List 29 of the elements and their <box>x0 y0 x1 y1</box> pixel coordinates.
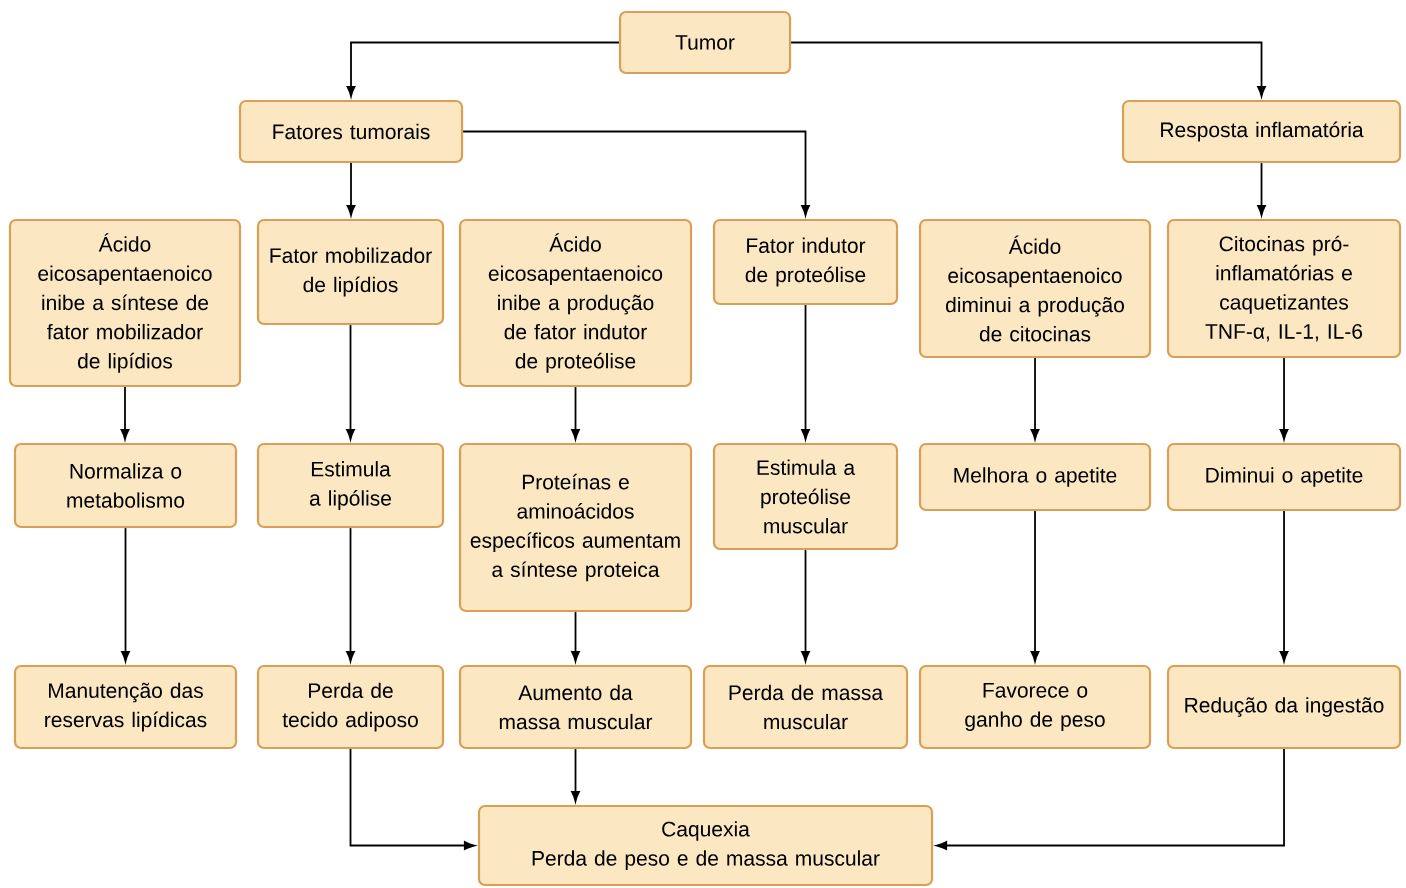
process-box: Ácido eicosapentaenoico inibe a produção de fator indutor de proteólise <box>458 218 693 388</box>
process-box: Resposta inflamatória <box>1121 99 1402 164</box>
arrow <box>1030 357 1040 440</box>
process-box: Fator indutor de proteólise <box>712 218 899 306</box>
process-box: Ácido eicosapentaenoico diminui a produção de citocinas <box>918 218 1152 359</box>
process-box: Aumento da massa muscular <box>458 664 693 750</box>
process-box: Estimula a proteólise muscular <box>712 442 899 551</box>
arrow <box>346 41 620 97</box>
process-box: Redução da ingestão <box>1166 664 1402 750</box>
process-box: Estimula a lipólise <box>256 442 445 529</box>
arrow <box>1279 510 1289 662</box>
process-box: Perda de massa muscular <box>702 664 909 750</box>
process-box: Manutenção das reservas lipídicas <box>13 664 238 750</box>
process-box: Diminui o apetite <box>1166 442 1402 512</box>
process-box: Favorece o ganho de peso <box>918 664 1152 750</box>
arrow <box>1279 357 1289 440</box>
process-box: Fatores tumorais <box>238 99 464 164</box>
arrow <box>346 162 356 216</box>
process-box: Citocinas pró-inflamatórias e caquetizantes TNF-α, IL-1, IL-6 <box>1166 218 1402 359</box>
process-box: Proteínas e aminoácidos específicos aumentam a síntese proteica <box>458 442 693 613</box>
process-box: Tumor <box>618 10 792 75</box>
process-box: Melhora o apetite <box>918 442 1152 512</box>
process-box: Perda de tecido adiposo <box>256 664 445 750</box>
process-box: Ácido eicosapentaenoico inibe a síntese de fator mobilizador de lipídios <box>8 218 242 388</box>
process-box: Normaliza o metabolismo <box>13 442 238 529</box>
arrow <box>120 386 130 440</box>
process-box: Caquexia Perda de peso e de massa muscular <box>477 804 934 887</box>
arrow <box>1030 510 1040 662</box>
process-box: Fator mobilizador de lipídios <box>256 218 445 326</box>
